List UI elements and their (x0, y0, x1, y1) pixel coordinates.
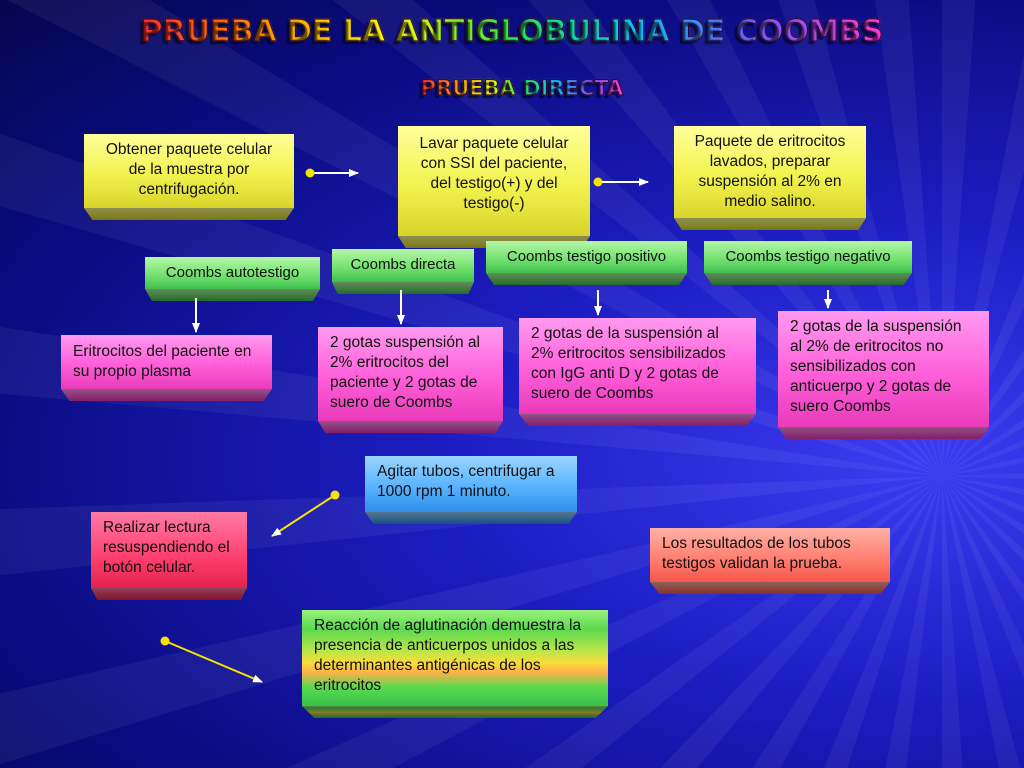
step-lectura: Realizar lectura resuspendiendo el botón… (91, 512, 247, 588)
step-agitar: Agitar tubos, centrifugar a 1000 rpm 1 m… (365, 456, 577, 512)
conclusion-reaccion: Reacción de aglutinación demuestra la pr… (302, 610, 608, 706)
diagram-title: PRUEBA DE LA ANTIGLOBULINA DE COOMBS (140, 13, 884, 49)
arrow-lavar-to-paquete (593, 177, 649, 187)
note-resultados: Los resultados de los tubos testigos val… (650, 528, 890, 582)
label-positivo: Coombs testigo positivo (486, 241, 687, 273)
detail-positivo: 2 gotas de la suspensión al 2% eritrocit… (519, 318, 756, 414)
detail-negativo: 2 gotas de la suspensión al 2% de eritro… (778, 311, 989, 427)
label-autotestigo: Coombs autotestigo (145, 257, 320, 289)
label-negativo: Coombs testigo negativo (704, 241, 912, 273)
label-directa: Coombs directa (332, 249, 474, 282)
detail-directa: 2 gotas suspensión al 2% eritrocitos del… (318, 327, 503, 421)
arrow-agitar-to-lectura (271, 490, 340, 537)
step-lavar: Lavar paquete celular con SSI del pacien… (398, 126, 590, 236)
detail-autotestigo: Eritrocitos del paciente en su propio pl… (61, 335, 272, 389)
arrow-obtener-to-lavar (305, 168, 359, 178)
step-paquete: Paquete de eritrocitos lavados, preparar… (674, 126, 866, 218)
step-obtener: Obtener paquete celular de la muestra po… (84, 134, 294, 208)
arrow-to-reaccion (160, 636, 263, 683)
diagram-subtitle: PRUEBA DIRECTA (420, 75, 624, 100)
